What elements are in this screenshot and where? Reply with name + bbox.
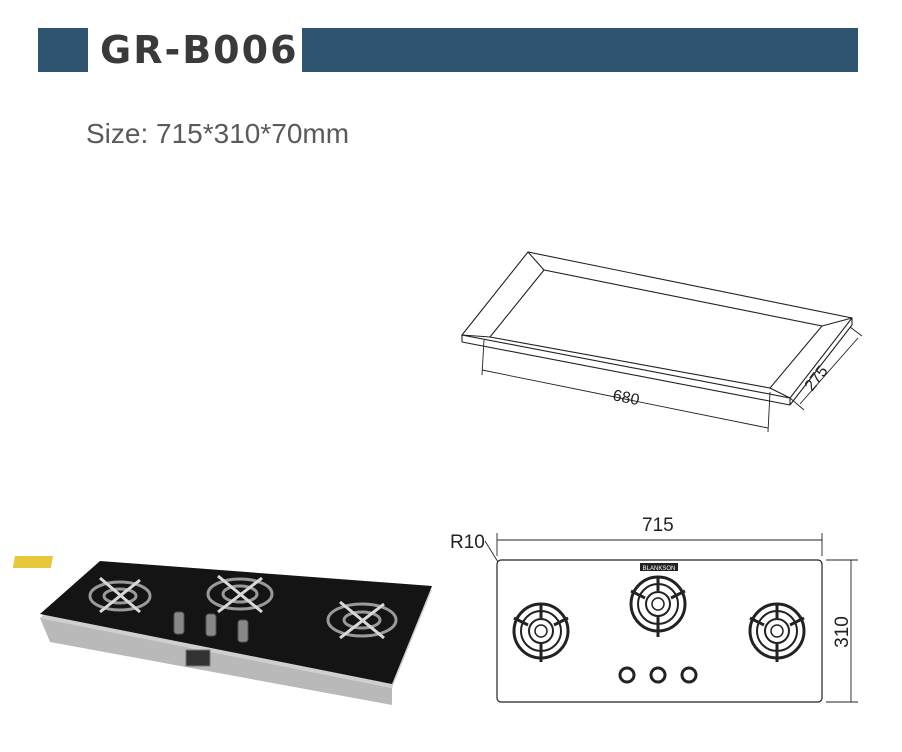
cutout-outer-frame xyxy=(461,251,853,399)
top-view-knobs xyxy=(618,666,698,684)
radius-label: R10 xyxy=(450,532,485,553)
photo-knob-icon xyxy=(205,613,217,637)
brand-text: BLANKSON xyxy=(643,566,676,572)
photo-knob-icon xyxy=(237,619,249,643)
photo-display-icon xyxy=(185,649,211,667)
top-view-burner-left xyxy=(512,602,570,662)
top-view-drawing xyxy=(484,533,858,703)
header-bar-left xyxy=(38,28,88,72)
dim-label-680: 680 xyxy=(611,387,641,409)
brand-plate xyxy=(640,563,678,571)
knob-icon xyxy=(618,666,636,684)
size-label: Size: 715*310*70mm xyxy=(86,118,350,149)
header-bar-right xyxy=(302,28,858,72)
photo-knob-icon xyxy=(173,611,185,635)
dim-line-680 xyxy=(481,369,769,429)
top-view-burner-right xyxy=(748,602,806,662)
top-view-burner-center xyxy=(629,575,687,637)
hob-outline xyxy=(496,559,823,703)
dim-line-275 xyxy=(799,337,859,405)
dim-label-310: 310 xyxy=(832,616,853,648)
photo-burner-right xyxy=(326,602,398,638)
dim-label-275: 275 xyxy=(802,363,832,395)
cutout-inner-opening xyxy=(488,269,824,389)
cutout-drawing xyxy=(461,251,863,433)
model-title: GR-B006 xyxy=(100,28,299,72)
glass-top xyxy=(40,561,432,684)
knob-icon xyxy=(680,666,698,684)
knob-icon xyxy=(649,666,667,684)
photo-burner-left xyxy=(88,580,152,612)
product-photo xyxy=(12,556,432,705)
photo-burner-center xyxy=(206,577,274,611)
warning-label xyxy=(12,556,53,568)
dim-label-715: 715 xyxy=(642,515,674,536)
